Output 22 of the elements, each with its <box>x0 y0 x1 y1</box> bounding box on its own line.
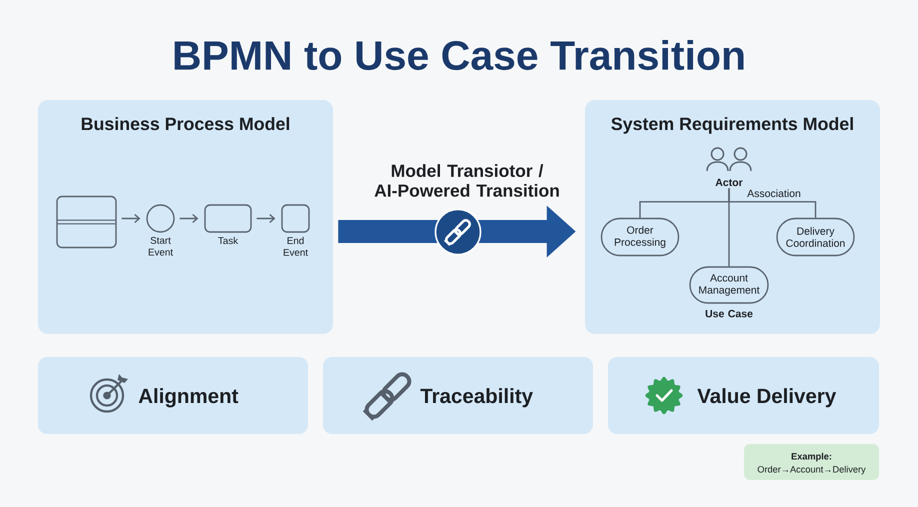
edge-label: Model Transiotor / AI-Powered Transition <box>374 164 559 197</box>
card: Alignment <box>38 357 308 434</box>
task-box <box>204 204 252 233</box>
arrow <box>122 214 140 224</box>
node-caption: Start Event <box>148 236 173 256</box>
event-box <box>281 204 310 233</box>
panel-title: System Requirements Model <box>611 117 853 134</box>
panel-title: Business Process Model <box>82 117 290 130</box>
edge-label: Association <box>747 189 800 198</box>
card: Traceability <box>323 357 593 434</box>
node-caption: End Event <box>284 236 308 256</box>
arrow <box>256 214 276 224</box>
actor-label: Actor <box>716 178 743 186</box>
node-caption: Task <box>218 236 238 244</box>
title: BPMN to Use Case Transition <box>174 40 744 70</box>
arrow <box>180 214 198 224</box>
event-circle <box>146 204 175 233</box>
connector-line <box>728 188 730 266</box>
note-box: Example: Order→Account→Delivery <box>744 444 879 480</box>
card: Value Delivery <box>608 357 879 434</box>
pool-box <box>56 196 117 248</box>
node-caption: Use Case <box>706 310 753 318</box>
